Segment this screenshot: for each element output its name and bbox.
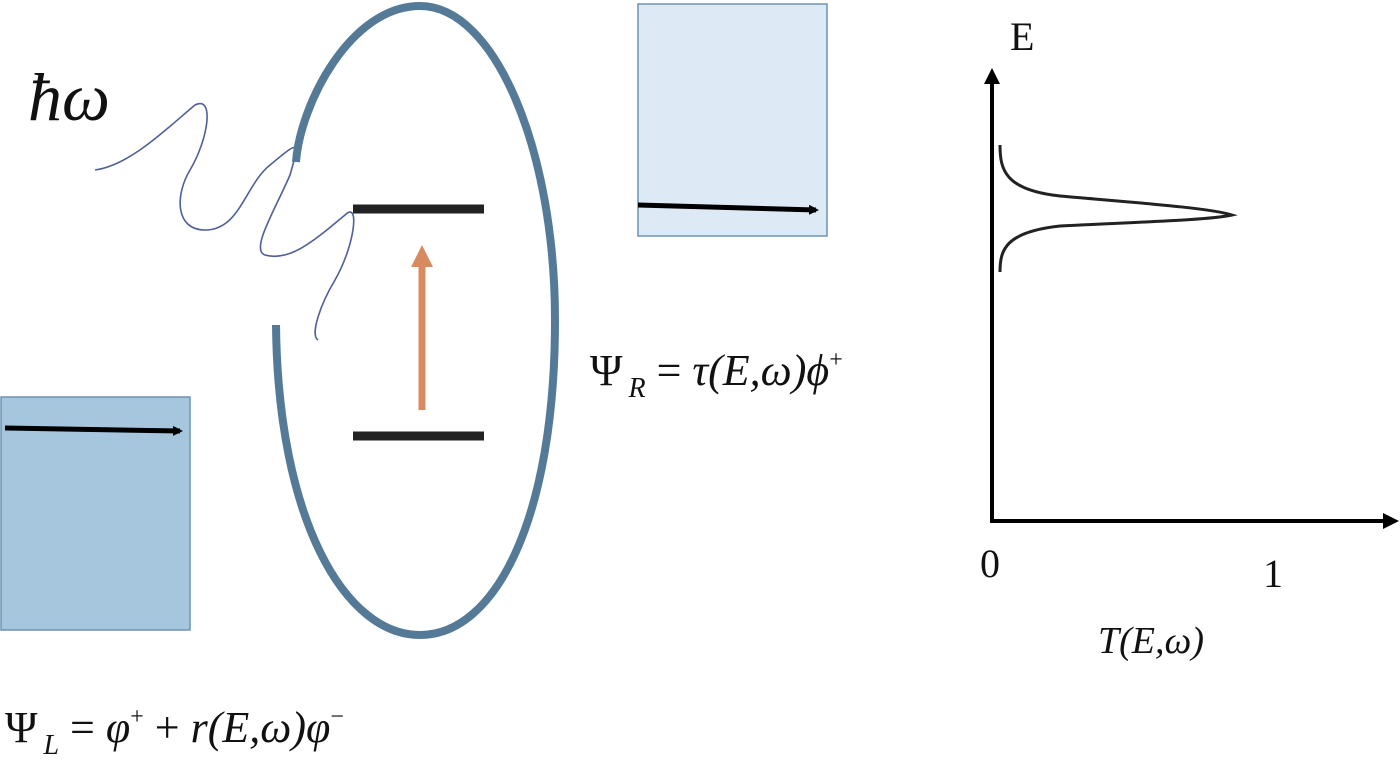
right-lead	[637, 3, 828, 237]
photon-wave	[94, 102, 355, 341]
left-lead-arrow	[4, 425, 183, 436]
quantum-dot-ring	[272, 1, 560, 640]
transmission-resonance-curve	[998, 144, 1238, 273]
left-lead	[0, 396, 191, 631]
x-tick-1: 1	[1263, 551, 1283, 596]
y-axis-label: E	[1010, 14, 1034, 59]
x-tick-0: 0	[980, 541, 1000, 586]
photon-symbol: ħω	[28, 59, 110, 135]
transmission-plot: E 0 1 T(E,ω)	[980, 14, 1399, 662]
x-axis-label: T(E,ω)	[1098, 620, 1204, 662]
right-lead-arrow	[637, 202, 819, 215]
